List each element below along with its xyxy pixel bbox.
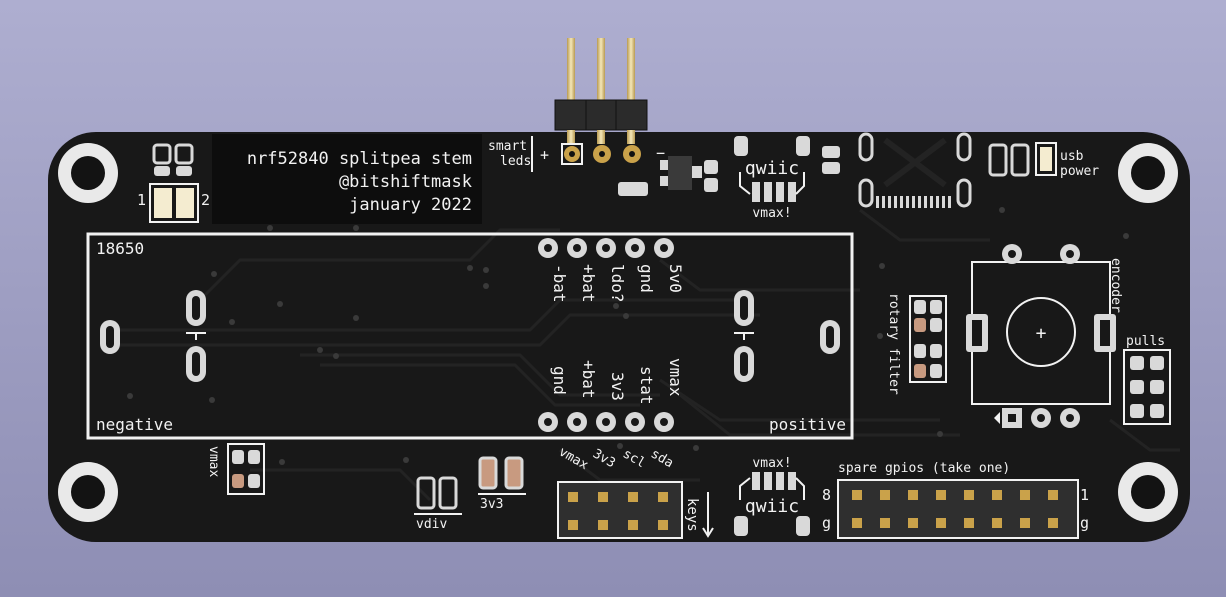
jumper-label-1: 1 — [137, 191, 146, 209]
usb-power-label-line2: power — [1060, 164, 1099, 179]
vdiv-label: vdiv — [416, 517, 447, 532]
smart-leds-minus: − — [656, 144, 665, 162]
i2c-header — [557, 481, 683, 539]
encoder-center-plus: + — [1036, 323, 1047, 344]
pin-label-vmax: vmax — [666, 358, 685, 397]
spare-gpio-header — [837, 479, 1079, 539]
mounting-hole-bottom-left — [58, 462, 118, 522]
vmax-divider-parts — [227, 443, 265, 495]
qwiic-label-top: qwiic — [745, 158, 799, 179]
pull-resistors — [1123, 349, 1171, 425]
pin-label-neg-bat: -bat — [550, 264, 569, 303]
pin-label-5v0: 5v0 — [666, 264, 685, 293]
jumper-label-2: 2 — [201, 191, 210, 209]
positive-label: positive — [769, 415, 846, 434]
qwiic-connector-top — [734, 136, 810, 202]
qwiic-label-bottom: qwiic — [745, 496, 799, 517]
title-panel — [212, 134, 482, 224]
vmax-label-top: vmax! — [752, 206, 791, 221]
pin-8-label: 8 — [822, 486, 831, 504]
pin-label-stat: stat — [637, 366, 656, 405]
smart-leds-label-line2: leds — [500, 154, 531, 169]
rotary-filter-label: rotary filter — [886, 293, 901, 395]
pin-label-3v3: 3v3 — [608, 372, 627, 401]
battery-negative-contacts — [100, 290, 206, 382]
vmax-label-bottom: vmax! — [752, 456, 791, 471]
3v3-caps — [478, 456, 526, 495]
smd-pair-top-left — [152, 143, 194, 176]
board-title: nrf52840 splitpea stem — [247, 149, 472, 169]
pin-label-pos-bat-top: +bat — [579, 264, 598, 303]
rotary-encoder — [966, 244, 1116, 428]
battery-top-pins — [538, 238, 674, 258]
battery-label: 18650 — [96, 239, 144, 258]
mounting-hole-top-left — [58, 143, 118, 203]
pin-1-right-label: 1 — [1080, 486, 1089, 504]
3v3-label: 3v3 — [480, 497, 503, 512]
mounting-hole-bottom-right — [1118, 462, 1178, 522]
battery-bottom-pins — [538, 412, 674, 432]
usb-power-leds — [988, 142, 1057, 177]
spare-gpios-label: spare gpios (take one) — [838, 461, 1010, 476]
pin-g-left-label: g — [822, 514, 831, 532]
rotary-filter-components — [909, 295, 947, 383]
negative-label: negative — [96, 415, 173, 434]
pulls-label: pulls — [1126, 334, 1165, 349]
battery-positive-contacts — [734, 290, 840, 382]
encoder-label: encoder — [1108, 258, 1123, 313]
pin-label-ldo: ldo? — [608, 264, 627, 303]
vias — [127, 207, 1129, 465]
board-date: january 2022 — [349, 195, 472, 215]
vdiv-parts — [414, 476, 462, 515]
board-author: @bitshiftmask — [339, 172, 472, 192]
pin-g-right-label: g — [1080, 514, 1089, 532]
pin-label-pos-bat-bottom: +bat — [579, 360, 598, 399]
mounting-hole-top-right — [1118, 143, 1178, 203]
solder-jumper — [149, 183, 199, 223]
smart-led-header — [554, 38, 648, 165]
pin-label-gnd-bottom: gnd — [550, 366, 569, 395]
voltage-regulator — [618, 156, 718, 196]
smart-leds-label-line1: smart — [488, 139, 527, 154]
usb-connector — [858, 132, 972, 208]
pin-label-gnd-top: gnd — [637, 264, 656, 293]
usb-power-label-line1: usb — [1060, 149, 1084, 164]
copper-traces — [120, 208, 1180, 502]
smart-leds-plus: + — [540, 146, 549, 164]
smd-cap-near-qwiic — [822, 146, 840, 174]
qwiic-connector-bottom — [734, 472, 810, 536]
vmax-left-label: vmax — [206, 446, 221, 477]
battery-outline — [86, 232, 854, 440]
keys-arrow-icon — [702, 492, 714, 538]
keys-label: keys — [684, 498, 700, 532]
